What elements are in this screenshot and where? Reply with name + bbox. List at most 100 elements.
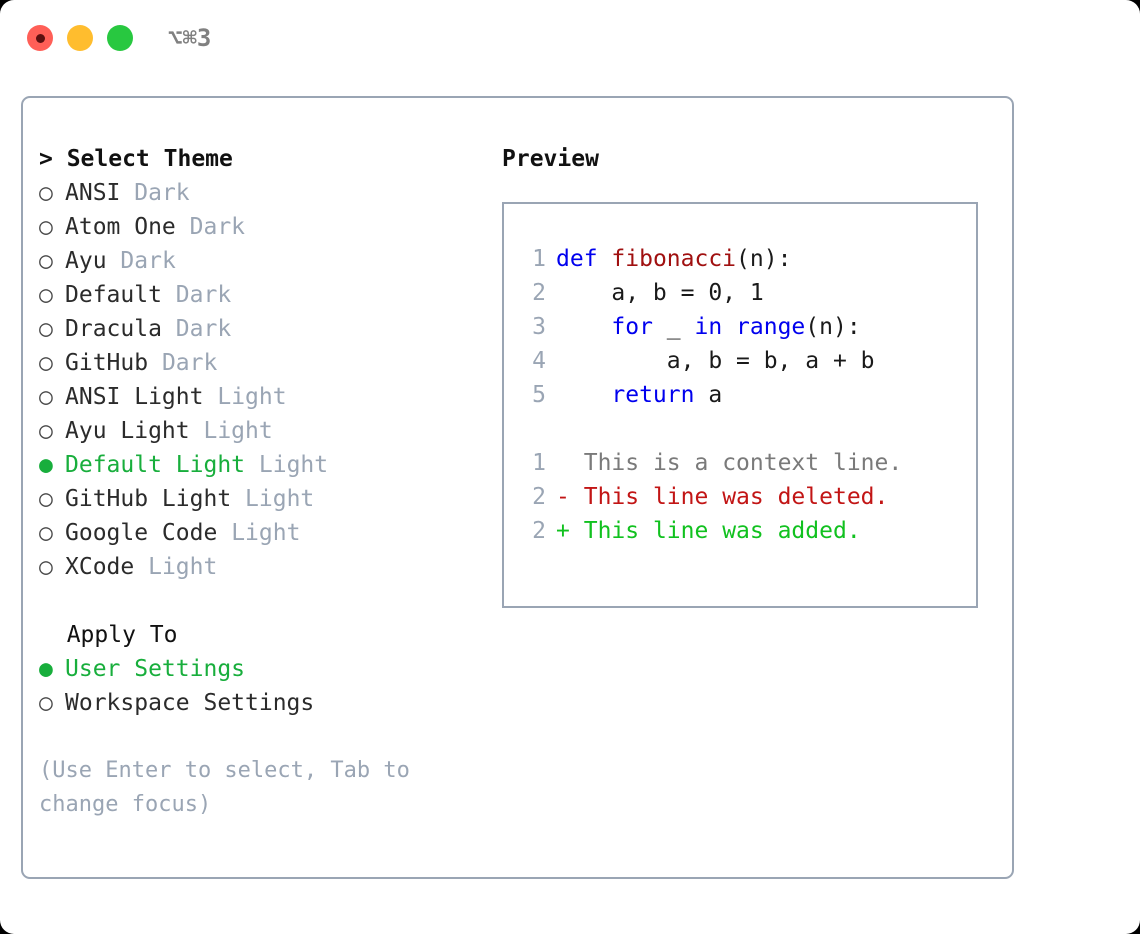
theme-option-label: ANSI Light — [65, 384, 204, 410]
theme-option-ansi-light[interactable]: ○ ANSI Light Light — [39, 380, 491, 414]
code-line: 2 a, b = 0, 1 — [516, 276, 902, 310]
code-line: 5 return a — [516, 378, 902, 412]
theme-category-tag: Dark — [175, 282, 232, 308]
code-line-number: 5 — [532, 382, 546, 408]
diff-marker-space — [570, 518, 584, 544]
theme-option-label: Google Code — [65, 520, 218, 546]
theme-option-github[interactable]: ○ GitHub Dark — [39, 346, 491, 380]
code-token: def — [556, 246, 598, 272]
code-line-number: 3 — [532, 314, 546, 340]
select-theme-header: > Select Theme — [39, 146, 233, 172]
theme-category-tag: Light — [245, 486, 315, 512]
radio-unselected-icon: ○ — [39, 350, 53, 376]
theme-option-atom-one[interactable]: ○Atom One Dark — [39, 210, 491, 244]
apply-to-header: Apply To — [39, 622, 178, 648]
diff-line: 1 This is a context line. — [516, 446, 902, 480]
code-token — [722, 314, 736, 340]
diff-marker — [556, 450, 570, 476]
theme-option-default-light[interactable]: ● Default Light Light — [39, 448, 491, 482]
code-line: 4 a, b = b, a + b — [516, 344, 902, 378]
list-spacer — [39, 584, 491, 618]
theme-option-default[interactable]: ○Default Dark — [39, 278, 491, 312]
title-bar: ⌥⌘3 — [0, 0, 1140, 78]
radio-unselected-icon: ○ — [39, 248, 53, 274]
code-line: 3 for _ in range(n): — [516, 310, 902, 344]
code-token: return — [611, 382, 695, 408]
code-token: in — [694, 314, 723, 340]
theme-option-list: ○ANSI Dark○Atom One Dark○Ayu Dark○Defaul… — [39, 176, 491, 584]
radio-unselected-icon: ○ — [39, 316, 53, 342]
diff-marker: + — [556, 518, 570, 544]
code-token: (n): — [805, 314, 861, 340]
theme-option-label: ANSI — [65, 180, 121, 206]
theme-option-label: GitHub — [65, 350, 149, 376]
theme-category-tag: Light — [203, 418, 273, 444]
diff-line-number: 2 — [532, 484, 546, 510]
diff-line-text: This is a context line. — [583, 450, 903, 476]
radio-unselected-icon: ○ — [39, 554, 53, 580]
code-line-number: 4 — [532, 348, 546, 374]
close-window-button[interactable] — [27, 25, 53, 51]
code-token: for — [611, 314, 653, 340]
theme-option-label: Default Light — [65, 452, 246, 478]
code-token: _ — [652, 314, 695, 340]
radio-unselected-icon: ○ — [39, 486, 53, 512]
apply-to-option-label: User Settings — [65, 656, 246, 682]
theme-option-label: Default — [65, 282, 162, 308]
diff-marker: - — [556, 484, 570, 510]
radio-unselected-icon: ○ — [39, 520, 53, 546]
code-blank-line — [516, 412, 902, 446]
diff-line: 2- This line was deleted. — [516, 480, 902, 514]
apply-to-option-user-settings[interactable]: ● User Settings — [39, 652, 491, 686]
theme-category-tag: Light — [217, 384, 287, 410]
theme-category-tag: Dark — [161, 350, 218, 376]
diff-line-number: 1 — [532, 450, 546, 476]
diff-line-text: This line was deleted. — [583, 484, 889, 510]
diff-line: 2 + This line was added. — [516, 514, 902, 548]
theme-option-label: XCode — [65, 554, 135, 580]
radio-unselected-icon: ○ — [39, 384, 53, 410]
theme-option-google-code[interactable]: ○Google Code Light — [39, 516, 491, 550]
maximize-window-button[interactable] — [107, 25, 133, 51]
code-line-number: 1 — [532, 246, 546, 272]
diff-line-number: 2 — [532, 518, 546, 544]
hint-spacer — [39, 720, 491, 754]
radio-unselected-icon: ○ — [39, 418, 53, 444]
code-token: (n): — [736, 246, 792, 272]
theme-option-ayu-light[interactable]: ○ Ayu Light Light — [39, 414, 491, 448]
theme-category-tag: Dark — [134, 180, 190, 206]
theme-option-label: Dracula — [65, 316, 162, 342]
traffic-light-buttons — [27, 25, 133, 51]
radio-selected-icon: ● — [39, 452, 53, 478]
theme-option-xcode[interactable]: ○XCode Light — [39, 550, 491, 584]
theme-option-ansi[interactable]: ○ANSI Dark — [39, 176, 491, 210]
code-token — [598, 246, 612, 272]
apply-to-option-label: Workspace Settings — [65, 690, 315, 716]
code-token: fibonacci — [611, 246, 737, 272]
code-token: a, b = b, a + b — [556, 348, 875, 374]
diff-marker-space — [570, 484, 584, 510]
diff-marker-space — [570, 450, 584, 476]
theme-option-label: Ayu Light — [65, 418, 190, 444]
theme-option-dracula[interactable]: ○Dracula Dark — [39, 312, 491, 346]
radio-unselected-icon: ○ — [39, 214, 53, 240]
minimize-window-button[interactable] — [67, 25, 93, 51]
theme-list-column: > Select Theme ○ANSI Dark○Atom One Dark○… — [39, 142, 491, 822]
theme-option-github-light[interactable]: ○ GitHub Light Light — [39, 482, 491, 516]
theme-category-tag: Light — [258, 452, 329, 478]
apply-to-option-workspace-settings[interactable]: ○ Workspace Settings — [39, 686, 491, 720]
code-token: range — [736, 314, 806, 340]
diff-line-text: This line was added. — [583, 518, 861, 544]
keyboard-shortcut-label: ⌥⌘3 — [168, 24, 212, 52]
radio-selected-icon: ● — [39, 656, 53, 682]
theme-option-ayu[interactable]: ○Ayu Dark — [39, 244, 491, 278]
preview-title: Preview — [502, 146, 599, 172]
code-line: 1 def fibonacci(n): — [516, 242, 902, 276]
keyboard-hint-text: (Use Enter to select, Tab to change focu… — [39, 758, 424, 817]
theme-option-label: GitHub Light — [65, 486, 232, 512]
radio-unselected-icon: ○ — [39, 690, 53, 716]
